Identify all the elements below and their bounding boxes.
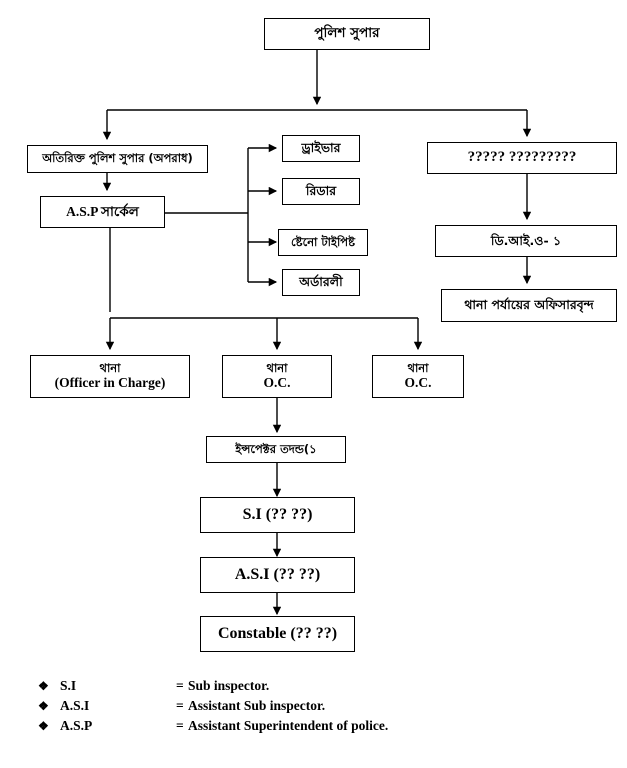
legend-definition: Assistant Sub inspector. (188, 698, 326, 713)
node-dio-1[interactable]: ডি.আই.ও- ১ (435, 225, 617, 257)
legend-row-si: ❖ S.I = Sub inspector. (38, 678, 518, 698)
node-thana-oc-2[interactable]: থানা O.C. (372, 355, 464, 398)
legend-abbr: A.S.P (60, 718, 93, 733)
node-asi[interactable]: A.S.I (?? ??) (200, 557, 355, 593)
node-label: অতিরিক্ত পুলিশ সুপার (অপরাধ) (42, 151, 193, 166)
legend-definition: Assistant Superintendent of police. (188, 718, 389, 733)
node-si[interactable]: S.I (?? ??) (200, 497, 355, 533)
node-label: ডি.আই.ও- ১ (490, 232, 562, 248)
diamond-bullet-icon: ❖ (38, 699, 49, 713)
legend-definition: Sub inspector. (188, 678, 270, 693)
node-thana-level-officers[interactable]: থানা পর্যায়ের অফিসারবৃন্দ (441, 289, 617, 322)
node-label: অর্ডারলী (299, 274, 343, 290)
node-label-line2: O.C. (263, 375, 291, 391)
node-label-line2: O.C. (404, 375, 432, 391)
node-label: S.I (?? ??) (242, 505, 313, 523)
node-label: A.S.P সার্কেল (66, 204, 139, 220)
node-unknown-right[interactable]: ????? ????????? (427, 142, 617, 174)
node-label: থানা পর্যায়ের অফিসারবৃন্দ (464, 297, 594, 313)
legend-row-asi: ❖ A.S.I = Assistant Sub inspector. (38, 698, 518, 718)
diamond-bullet-icon: ❖ (38, 719, 49, 733)
node-label: ????? ????????? (467, 149, 577, 166)
node-label-line1: থানা (407, 360, 429, 375)
node-steno-typist[interactable]: ষ্টেনো টাইপিষ্ট (278, 229, 368, 256)
node-label: A.S.I (?? ??) (234, 565, 321, 583)
node-label: ইন্সপেক্টর তদন্ড(১ (235, 441, 317, 456)
legend-row-asp: ❖ A.S.P = Assistant Superintendent of po… (38, 718, 518, 738)
node-label: Constable (?? ??) (217, 624, 338, 642)
legend: ❖ S.I = Sub inspector. ❖ A.S.I = Assista… (38, 678, 518, 738)
legend-abbr: S.I (60, 678, 77, 693)
legend-equals-sign: = (176, 698, 184, 713)
node-thana-officer-in-charge[interactable]: থানা (Officer in Charge) (30, 355, 190, 398)
node-label: রিডার (305, 183, 337, 199)
node-label-line1: থানা (266, 360, 288, 375)
node-driver[interactable]: ড্রাইভার (282, 135, 360, 162)
node-orderly[interactable]: অর্ডারলী (282, 269, 360, 296)
node-thana-oc-1[interactable]: থানা O.C. (222, 355, 332, 398)
node-label: ষ্টেনো টাইপিষ্ট (291, 234, 355, 249)
node-label-line2: (Officer in Charge) (54, 375, 166, 391)
node-label: ড্রাইভার (301, 140, 341, 156)
node-label: পুলিশ সুপার (314, 25, 380, 42)
node-inspector-investigation[interactable]: ইন্সপেক্টর তদন্ড(১ (206, 436, 346, 463)
node-police-super[interactable]: পুলিশ সুপার (264, 18, 430, 50)
legend-equals-sign: = (176, 718, 184, 733)
diamond-bullet-icon: ❖ (38, 679, 49, 693)
legend-equals-sign: = (176, 678, 184, 693)
node-reader[interactable]: রিডার (282, 178, 360, 205)
legend-abbr: A.S.I (60, 698, 90, 713)
node-label-line1: থানা (99, 360, 121, 375)
node-asp-circle[interactable]: A.S.P সার্কেল (40, 196, 165, 228)
node-constable[interactable]: Constable (?? ??) (200, 616, 355, 652)
node-additional-police-super-crime[interactable]: অতিরিক্ত পুলিশ সুপার (অপরাধ) (27, 145, 208, 173)
